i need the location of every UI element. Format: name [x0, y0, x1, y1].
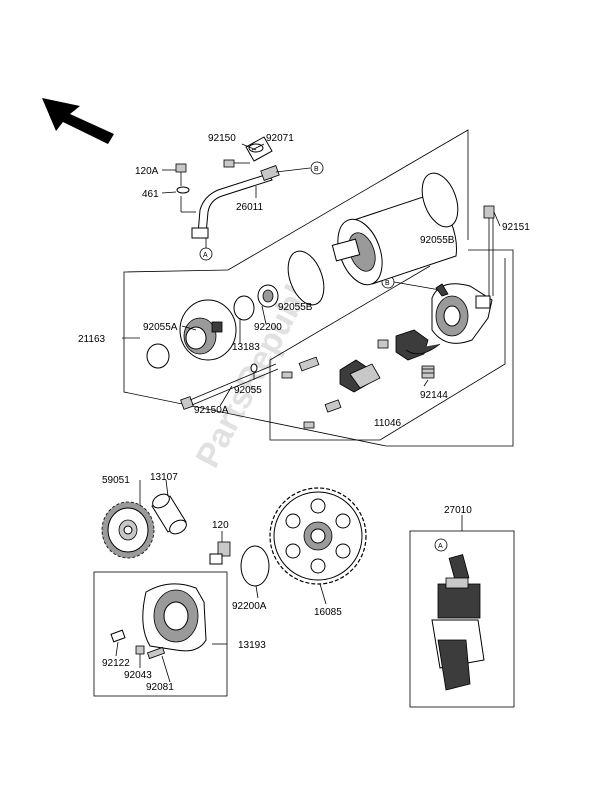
label-120a: 120A: [135, 166, 159, 177]
svg-text:B: B: [314, 166, 319, 173]
bolt-92151: [483, 205, 495, 296]
callout-b-upper: B: [310, 161, 324, 175]
label-92055: 92055: [234, 385, 262, 396]
label-92150a: 92150A: [194, 405, 229, 416]
washer-92200: [233, 284, 279, 321]
label-13183: 13183: [232, 342, 260, 353]
pin-92043: [135, 645, 145, 655]
leader-lines: [115, 143, 501, 683]
arrow-up-left-icon: [42, 98, 114, 144]
front-cover: [179, 299, 237, 361]
o-ring-92055a: [146, 343, 170, 369]
label-13193: 13193: [238, 640, 266, 651]
label-92151: 92151: [502, 222, 530, 233]
brush-holder: [281, 329, 441, 429]
label-11046: 11046: [374, 418, 402, 429]
label-27010: 27010: [444, 505, 472, 516]
frame-outline: [123, 249, 514, 447]
callout-a-relay: A: [434, 538, 448, 552]
label-92200a: 92200A: [232, 601, 267, 612]
label-461: 461: [142, 189, 159, 200]
label-21163: 21163: [78, 334, 106, 345]
svg-text:B: B: [385, 280, 390, 287]
o-ring-92055b-front: [287, 250, 325, 306]
label-92144: 92144: [420, 390, 448, 401]
bolt-120: [209, 541, 231, 565]
o-ring-92055b-rear: [421, 172, 459, 228]
roller-92122: [110, 629, 126, 643]
starter-relay-27010: [431, 554, 485, 691]
label-92055b-top: 92055B: [420, 235, 455, 246]
label-92081: 92081: [146, 682, 174, 693]
label-26011: 26011: [236, 202, 264, 213]
label-92200: 92200: [254, 322, 282, 333]
label-92150: 92150: [208, 133, 236, 144]
harness-group: [175, 136, 311, 248]
clutch-frame: [93, 571, 228, 697]
svg-text:A: A: [203, 252, 208, 259]
label-120: 120: [212, 520, 229, 531]
label-92122: 92122: [102, 658, 130, 669]
bolt-92150a: [180, 363, 279, 410]
svg-text:A: A: [438, 543, 443, 550]
washer-92200a: [240, 545, 270, 587]
label-92043: 92043: [124, 670, 152, 681]
spring-92144: [421, 365, 435, 379]
label-92055a: 92055A: [143, 322, 178, 333]
o-ring-92055: [250, 363, 258, 373]
label-92071: 92071: [266, 133, 294, 144]
spring-92081: [146, 646, 166, 660]
label-92055b-mid: 92055B: [278, 302, 313, 313]
label-59051: 59051: [102, 475, 130, 486]
motor-yoke: [331, 193, 457, 286]
label-13107: 13107: [150, 472, 178, 483]
rear-cover: [431, 283, 493, 344]
gear-59051: [101, 501, 155, 559]
gear-16085: [269, 487, 367, 585]
clutch-13193: [142, 583, 207, 652]
brush-frame: [269, 258, 506, 441]
brush-frame-top: [269, 265, 431, 361]
frame-top-edge: [227, 129, 469, 271]
label-16085: 16085: [314, 607, 342, 618]
callout-a-lower: A: [199, 247, 213, 261]
shaft-13107: [151, 493, 187, 535]
